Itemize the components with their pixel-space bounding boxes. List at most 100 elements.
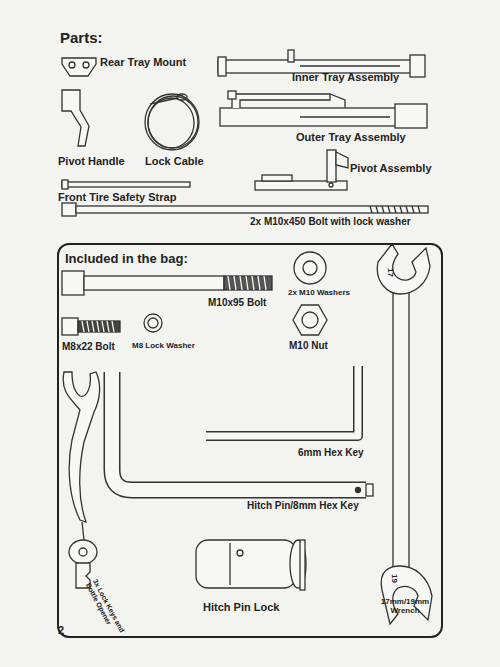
outer-tray-assembly-shape [232, 94, 330, 108]
m8-lock-washer-shape [144, 314, 162, 332]
wrench-size-mark: 17 [385, 268, 394, 284]
part-name: Hitch Pin/8mm Hex Key [247, 500, 417, 511]
hitch-pin-hex-key-shape [112, 372, 366, 490]
lock-cable-shape [177, 94, 187, 100]
m10-washer-shape [303, 261, 317, 275]
box-heading: Included in the bag: [65, 251, 188, 266]
hex-key-6mm [206, 366, 358, 436]
combination-wrench [377, 244, 432, 624]
part-name: 17mm/19mm Wrench [370, 598, 440, 616]
m10x95-bolt-shape [62, 271, 84, 295]
part-name: Inner Tray Assembly [292, 71, 432, 83]
long-bolt-shape [370, 206, 420, 213]
m10x95-bolt-shape [224, 276, 272, 290]
outer-tray-assembly-shape [228, 91, 236, 99]
m10-washer [294, 252, 326, 284]
m10x95-bolt-shape [84, 276, 224, 290]
m10x95-bolt-shape [228, 276, 266, 290]
lock-keys [69, 522, 97, 588]
hitch-pin-lock-shape [300, 540, 305, 590]
front-tire-strap-shape [62, 182, 190, 187]
front-tire-strap [62, 180, 190, 189]
m8x22-bolt [62, 318, 120, 335]
rear-tray-mount-shape [69, 62, 75, 68]
hitch-pin-hex-key [112, 372, 373, 496]
part-name: M10x95 Bolt [208, 297, 298, 308]
m10x95-bolt [62, 271, 272, 295]
m8x22-bolt-shape [78, 321, 120, 332]
m10-nut [293, 305, 327, 335]
part-name: 2x M10 Washers [288, 289, 378, 298]
part-name: Pivot Handle [58, 155, 158, 167]
page-number: 2 [58, 624, 78, 636]
rear-tray-mount-shape [83, 62, 89, 68]
wrench-size-mark: 19 [389, 574, 398, 590]
m10-washer-shape [294, 252, 326, 284]
front-tire-strap-shape [62, 180, 68, 189]
bottle-opener [63, 372, 99, 522]
lock-cable-shape [150, 98, 178, 104]
hitch-pin-hex-key-shape [356, 488, 361, 493]
combination-wrench-shape [377, 244, 430, 294]
m8x22-bolt-shape [62, 318, 78, 335]
pivot-assembly-shape [327, 150, 336, 182]
lock-keys-shape [79, 548, 87, 556]
rear-tray-mount [62, 58, 96, 76]
part-name: Rear Tray Mount [100, 56, 220, 68]
inner-tray-assembly-shape [218, 57, 226, 76]
m8x22-bolt-shape [82, 321, 114, 332]
part-name: M8x22 Bolt [62, 341, 142, 352]
part-name: Front Tire Safety Strap [58, 191, 238, 203]
m8-lock-washer-shape [148, 318, 158, 328]
combination-wrench-shape [381, 566, 432, 624]
outer-tray-assembly-shape [395, 104, 427, 128]
hitch-pin-lock-shape [229, 543, 230, 585]
part-name: 6mm Hex Key [298, 447, 398, 458]
hex-key-6mm-shape [206, 366, 358, 436]
rear-tray-mount-shape [62, 58, 96, 76]
m10-nut-shape [302, 312, 318, 328]
outer-tray-assembly-shape [220, 108, 425, 126]
part-name: 2x M10x450 Bolt with lock washer [250, 216, 470, 227]
m10-nut-shape [293, 305, 327, 335]
pivot-handle-shape [62, 90, 89, 146]
part-name: M8 Lock Washer [132, 342, 232, 351]
hitch-pin-lock-shape [237, 550, 243, 556]
part-name: M10 Nut [289, 340, 359, 351]
lock-keys-shape [82, 522, 84, 540]
part-name: 3x Lock Keys and Bottle Opener [84, 578, 133, 651]
part-name: Lock Cable [145, 155, 235, 167]
inner-tray-assembly-shape [410, 55, 425, 77]
long-bolt-shape [62, 203, 76, 216]
inner-tray-assembly-shape [300, 65, 400, 66]
lock-cable-shape [148, 98, 194, 148]
hitch-pin-lock-shape [196, 540, 296, 588]
hitch-pin-lock [196, 540, 306, 590]
long-bolt [62, 203, 428, 216]
m8-lock-washer [144, 314, 162, 332]
bottle-opener-shape [63, 372, 99, 522]
pivot-handle [62, 90, 89, 146]
lock-keys-shape [69, 540, 97, 564]
combination-wrench-shape [393, 290, 409, 572]
long-bolt-shape [76, 206, 428, 213]
pivot-assembly-shape [329, 183, 333, 187]
part-name: Outer Tray Assembly [296, 131, 436, 143]
outer-tray-assembly [220, 91, 427, 128]
inner-tray-assembly-shape [288, 50, 294, 62]
lock-cable [145, 94, 199, 150]
outer-tray-assembly-shape [300, 116, 390, 117]
section-title: Parts: [60, 29, 103, 46]
lock-cable-shape [148, 96, 198, 148]
part-name: Pivot Assembly [350, 162, 460, 174]
hex-key-6mm-shape [206, 366, 358, 436]
part-name: Hitch Pin Lock [203, 601, 313, 613]
pivot-assembly-shape [262, 175, 292, 181]
hitch-pin-hex-key-shape [366, 484, 373, 496]
hitch-pin-hex-key-shape [112, 372, 366, 490]
pivot-assembly-shape [336, 152, 348, 168]
pivot-assembly [255, 150, 348, 190]
outer-tray-assembly-shape [330, 94, 345, 108]
